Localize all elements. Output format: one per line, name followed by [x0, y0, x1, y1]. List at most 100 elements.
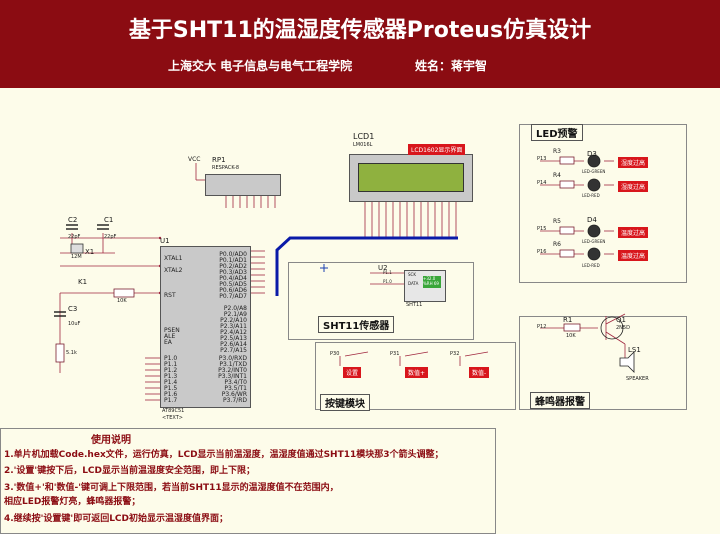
c3-val: 10uF — [68, 321, 81, 327]
led0-r: R3 — [553, 148, 561, 155]
c2-ref: C2 — [68, 216, 78, 224]
instruction-line: 4.继续按'设置键'即可返回LCD初始显示温湿度值界面； — [4, 514, 229, 524]
c1-ref: C1 — [104, 216, 114, 224]
instruction-line: 1.单片机加载Code.hex文件，运行仿真，LCD显示当前温湿度，温湿度值通过… — [4, 450, 444, 460]
instruction-line: 2.'设置'键按下后，LCD显示当前温湿度安全范围，即上下限； — [4, 466, 256, 476]
c3-ref: C3 — [68, 305, 78, 313]
mcu-pin-label: P0.5/AD5 — [219, 281, 247, 288]
led3-tag: 温度过高 — [618, 250, 649, 261]
q1-ref: Q1 — [616, 316, 626, 324]
u2-ref: U2 — [378, 264, 388, 272]
mcu-pin-label: P0.7/AD7 — [219, 293, 247, 300]
led1-net: P14 — [537, 180, 547, 186]
buzzer-panel-title: 蜂鸣器报警 — [530, 392, 590, 409]
mcu-pin-label: P1.7 — [164, 397, 178, 404]
mcu-pin-label: PSEN — [164, 327, 180, 334]
led-panel — [519, 124, 687, 283]
sht11-readout: +32.0 %RH 69 — [423, 276, 439, 286]
mcu-pin-label: P3.6/WR — [221, 391, 247, 398]
mcu-pin-label: P1.3 — [164, 373, 178, 380]
page-title: 基于SHT11的温湿度传感器Proteus仿真设计 — [128, 18, 592, 43]
author: 姓名：蒋宇智 — [415, 59, 488, 73]
u1-text: <TEXT> — [162, 415, 183, 421]
buzzer-panel — [519, 316, 687, 410]
mcu-pin-label: P1.6 — [164, 391, 178, 398]
key-minus-button[interactable]: 数值- — [469, 367, 490, 378]
led1-r: R4 — [553, 172, 561, 179]
led2-part: LED-GREEN — [582, 239, 606, 244]
instructions-heading: 使用说明 — [91, 435, 131, 446]
sht11-module — [404, 270, 446, 302]
mcu-pin-label: P1.4 — [164, 379, 178, 386]
c1-val: 22pF — [104, 234, 117, 240]
mcu-pin-label: P3.4/T0 — [224, 379, 247, 386]
keys-panel — [315, 342, 516, 410]
mcu-pin-label: P0.2/AD2 — [219, 263, 247, 270]
mcu-pin-label: P2.3/A11 — [220, 323, 247, 330]
mcu-pin-label: P1.5 — [164, 385, 178, 392]
u2-part: SHT11 — [406, 302, 423, 308]
ls1-ref: LS1 — [628, 346, 641, 354]
r1-ref: R1 — [563, 316, 573, 324]
mcu-pin-label: P0.0/AD0 — [219, 251, 247, 258]
mcu-pin-label: P3.7/RD — [223, 397, 247, 404]
mcu-pin-label: P0.3/AD3 — [219, 269, 247, 276]
mcu-pin-label: P2.6/A14 — [220, 341, 247, 348]
keys-panel-title: 按键模块 — [320, 394, 370, 411]
instructions-panel: 使用说明 1.单片机加载Code.hex文件，运行仿真，LCD显示当前温湿度，温… — [0, 428, 496, 534]
instruction-line: 相应LED报警灯亮，蜂鸣器报警； — [4, 497, 141, 507]
pull-resistor-val: 5.1k — [66, 350, 77, 356]
lcd-module — [349, 154, 473, 202]
mcu-pin-label: P3.3/INT1 — [218, 373, 247, 380]
led0-net: P13 — [537, 156, 547, 162]
led1-part: LED-RED — [582, 193, 600, 198]
x1-val: 12M — [71, 254, 82, 260]
c2-val: 22pF — [68, 234, 81, 240]
mcu-pin-label: P0.6/AD6 — [219, 287, 247, 294]
led-panel-title: LED预警 — [531, 124, 583, 141]
mcu-pin-label: P1.1 — [164, 361, 178, 368]
lcd-screen — [358, 163, 464, 192]
organization: 上海交大 电子信息与电气工程学院 — [168, 59, 353, 73]
led3-net: P16 — [537, 249, 547, 255]
mcu-pin-label: XTAL2 — [164, 267, 183, 274]
led2-tag: 温度过高 — [618, 227, 649, 238]
q1-part: 2N5D — [616, 325, 630, 331]
mcu-pin-label: P3.1/TXD — [219, 361, 247, 368]
reset-resistor-val: 10K — [117, 298, 127, 304]
instruction-line: 3.'数值+'和'数值-'键可调上下限范围，若当前SHT11显示的温湿度值不在范… — [4, 483, 339, 493]
mcu-pin-label: P2.1/A9 — [223, 311, 247, 318]
mcu-pin-label: P0.1/AD1 — [219, 257, 247, 264]
u1-ref: U1 — [160, 237, 170, 245]
rp1-ref: RP1 — [212, 156, 226, 164]
sht11-pin-sck: SCK — [408, 272, 416, 277]
rp1-part: RESPACK-8 — [212, 165, 240, 171]
sht11-net-sck: P1.1 — [383, 270, 392, 275]
u1-part: AT89C51 — [162, 408, 185, 414]
led0-part: LED-GREEN — [582, 169, 606, 174]
sht11-screen — [423, 276, 441, 288]
key-net-1: P31 — [390, 351, 400, 357]
mcu-pin-label: P0.4/AD4 — [219, 275, 247, 282]
sensor-panel — [288, 262, 474, 340]
ls1-part: SPEAKER — [626, 376, 649, 382]
key-set-button[interactable]: 设置 — [343, 367, 362, 378]
mcu-pin-label: P3.0/RXD — [218, 355, 247, 362]
mcu-pin-label: P3.5/T1 — [224, 385, 247, 392]
x1-ref: X1 — [85, 248, 95, 256]
sensor-panel-title: SHT11传感器 — [318, 316, 395, 333]
r1-val: 10K — [566, 333, 576, 339]
respack-rp1 — [205, 174, 281, 196]
key-net-2: P32 — [450, 351, 460, 357]
schematic-wires — [54, 154, 635, 401]
led0-tag: 湿度过高 — [618, 157, 649, 168]
mcu-pin-label: P2.2/A10 — [220, 317, 247, 324]
mcu-pin-label: P2.0/A8 — [223, 305, 247, 312]
mcu-pin-label: XTAL1 — [164, 255, 183, 262]
key-plus-button[interactable]: 数值+ — [405, 367, 429, 378]
mcu-pin-label: EA — [164, 339, 172, 346]
sht11-net-data: P1.0 — [383, 279, 392, 284]
mcu-pin-label: P2.5/A13 — [220, 335, 247, 342]
mcu-pin-label: P1.2 — [164, 367, 178, 374]
